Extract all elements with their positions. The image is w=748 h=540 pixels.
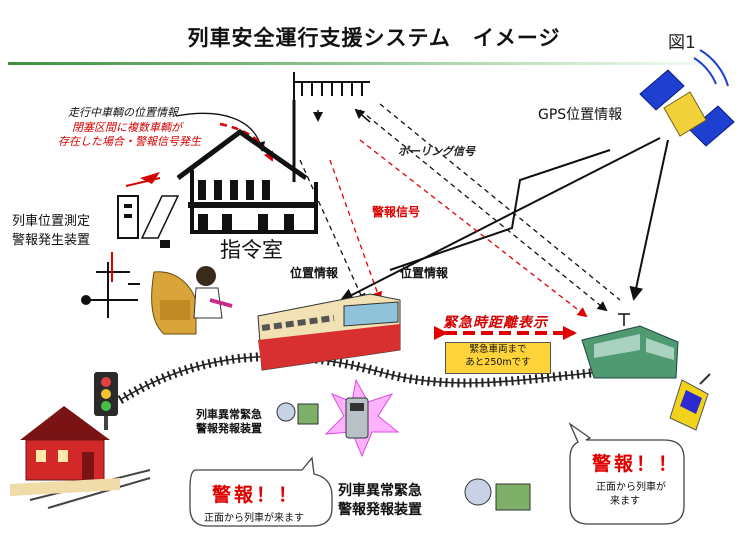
running-vehicle-line2: 閉塞区間に複数車輌が bbox=[72, 121, 182, 134]
alarm-device-large-icon bbox=[464, 478, 531, 511]
train-right-icon bbox=[581, 313, 679, 379]
device-label-line2: 警報発生装置 bbox=[12, 233, 91, 248]
distance-display-line1: 緊急車両まで bbox=[469, 344, 527, 355]
bubble-left-warning: 警報！！ bbox=[212, 484, 301, 506]
station-house-icon bbox=[10, 406, 120, 496]
polling-arrow-down bbox=[354, 108, 371, 123]
alarm-device-small-icon bbox=[276, 402, 319, 425]
gps-arrow-left-train bbox=[339, 137, 661, 302]
polling-line-2 bbox=[359, 109, 608, 312]
position-info-right-label: 位置情報 bbox=[400, 266, 449, 280]
train-left-icon bbox=[257, 293, 401, 371]
header-rule bbox=[8, 62, 740, 65]
signal-zigzag bbox=[389, 149, 611, 271]
bubble-right-warning: 警報！！ bbox=[592, 453, 681, 475]
antenna-tower-icon bbox=[292, 72, 370, 182]
small-device-line2: 警報発報装置 bbox=[196, 422, 262, 435]
device-label-line1: 列車位置測定 bbox=[12, 214, 91, 229]
small-device-line1: 列車異常緊急 bbox=[196, 408, 262, 421]
large-device-line2: 警報発報装置 bbox=[338, 502, 422, 518]
railway-track-rail bbox=[119, 355, 601, 401]
control-room-label: 指令室 bbox=[220, 238, 283, 262]
satellite-icon bbox=[639, 49, 735, 147]
alarm-signal-label: 警報信号 bbox=[372, 205, 421, 219]
alarm-device-icon bbox=[81, 172, 180, 318]
control-building-icon bbox=[176, 128, 318, 234]
large-device-line1: 列車異常緊急 bbox=[338, 483, 422, 499]
page-title: 列車安全運行支援システム イメージ bbox=[187, 26, 561, 50]
running-vehicle-line1: 走行中車輌の位置情報 bbox=[68, 106, 178, 119]
polling-signal-label: ポーリング信号 bbox=[398, 145, 475, 158]
alarm-line-1 bbox=[329, 159, 383, 302]
phone-alarm-icon bbox=[324, 378, 400, 458]
figure-number: 図1 bbox=[668, 33, 696, 53]
position-info-left-label: 位置情報 bbox=[290, 266, 339, 280]
distance-display-line2: あと250mです bbox=[465, 357, 531, 368]
alarm-line-2 bbox=[359, 139, 588, 318]
polling-line-1 bbox=[299, 159, 366, 304]
bubble-right-message-line1: 正面から列車が bbox=[596, 482, 666, 493]
operator-icon bbox=[151, 266, 233, 335]
emergency-distance-label: 緊急時距離表示 bbox=[443, 315, 548, 331]
bubble-left-shape bbox=[189, 456, 333, 527]
bubble-left-message: 正面から列車が来ます bbox=[204, 513, 304, 524]
bubble-right-message-line2: 来ます bbox=[610, 496, 640, 507]
traffic-light-icon bbox=[94, 372, 118, 430]
polling-line-3 bbox=[379, 103, 621, 301]
gps-arrow-right-train bbox=[629, 139, 669, 301]
gps-info-label: GPS位置情報 bbox=[538, 107, 623, 123]
running-vehicle-line3: 存在した場合・警報信号発生 bbox=[58, 135, 201, 148]
bubble-right-shape bbox=[568, 422, 685, 525]
mobile-phone-icon bbox=[669, 373, 711, 431]
distance-display-panel: 緊急車両まで あと250mです bbox=[445, 342, 551, 374]
